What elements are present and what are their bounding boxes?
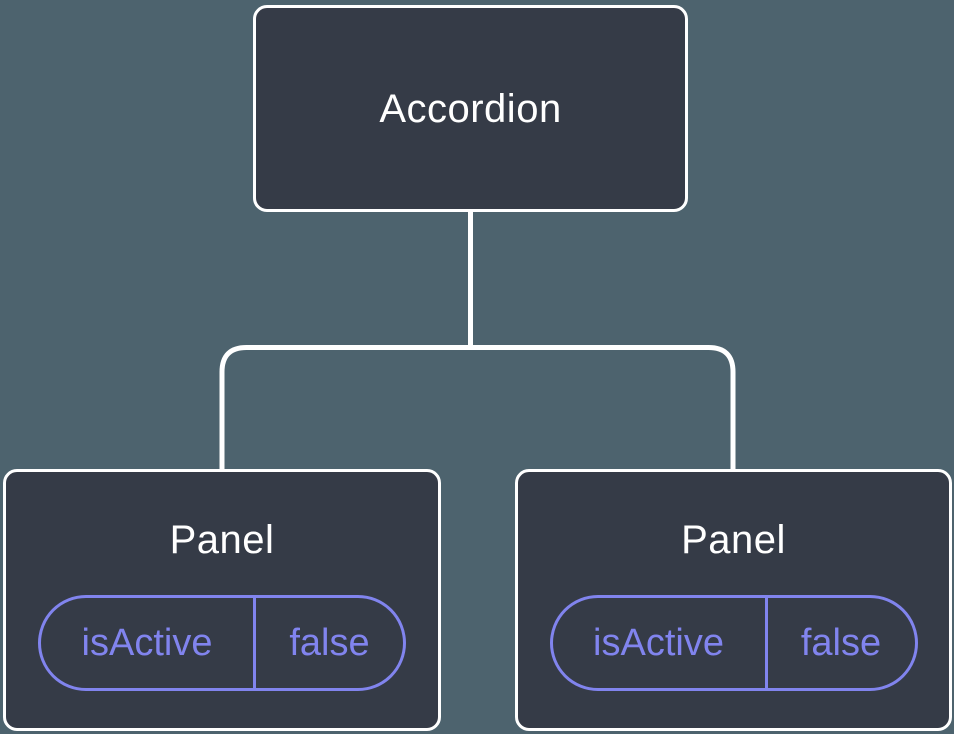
state-value: false [289,621,370,664]
state-key: isActive [81,621,213,664]
panel-node-label: Panel [169,518,275,562]
root-node-accordion: Accordion [253,5,688,212]
root-node-label: Accordion [379,86,562,131]
state-pill-divider [764,598,768,688]
panel-node-left: Panel isActive false [3,469,441,731]
connector-bracket [219,345,736,471]
state-pill-divider [253,598,256,688]
state-value: false [800,621,882,664]
state-pill: isActive false [549,595,918,691]
state-key: isActive [593,621,724,664]
panel-node-label: Panel [681,518,786,562]
state-pill: isActive false [38,595,406,691]
panel-node-right: Panel isActive false [515,469,952,731]
